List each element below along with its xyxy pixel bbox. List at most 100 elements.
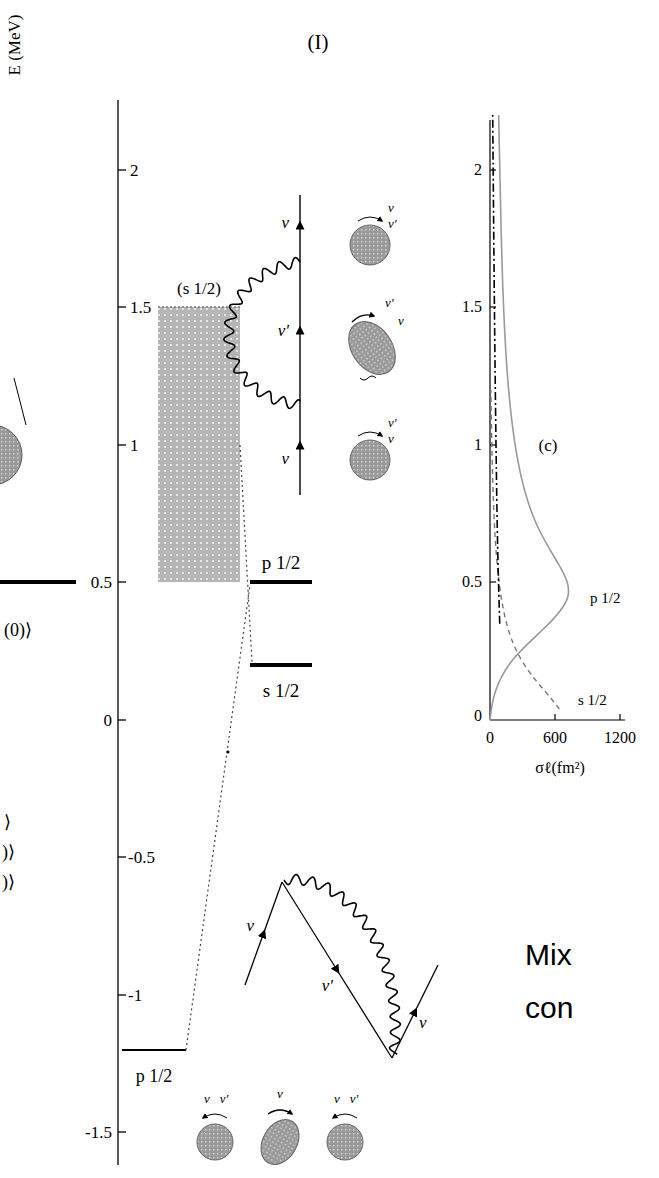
tick-label: 1200 [604, 730, 636, 746]
inset-axes-part [489, 120, 490, 720]
levels-part [122, 1049, 186, 1051]
vibration-circles-top-part [350, 225, 390, 265]
level-label: (s 1/2) [177, 280, 221, 297]
vibration-circles-bottom-part [197, 1124, 233, 1160]
nu-label: ν [281, 450, 289, 467]
tick-label: -0.5 [128, 849, 155, 866]
state-label: )⟩ [2, 843, 15, 861]
cross-section-curves-part [491, 390, 559, 709]
level-label: p 1/2 [136, 1067, 173, 1085]
tick-label: 0 [474, 708, 482, 724]
tick-label: 0 [486, 730, 494, 746]
pauli-diagram-part [282, 882, 392, 1058]
energy-axis [118, 100, 126, 1165]
nu-label: ν [388, 201, 394, 214]
curve-label: p 1/2 [590, 591, 620, 606]
left-fragments [0, 378, 76, 582]
tick-label: 1.5 [130, 299, 151, 316]
levels [122, 582, 312, 1050]
nu-label: ν' [388, 217, 397, 230]
nu-label: ν' [278, 322, 289, 339]
vibration-circles-bottom-part [253, 1113, 306, 1172]
curve-label: s 1/2 [578, 693, 607, 708]
figure-title: (I) [308, 32, 329, 53]
note-text: Mix [525, 940, 572, 970]
self-energy-diagram-part [299, 195, 300, 495]
state-label: (0)⟩ [4, 621, 32, 639]
continuum-band-part [158, 307, 240, 582]
left-fragments-part [0, 425, 22, 485]
nu-label: ν [277, 1087, 283, 1100]
tick-label: 1 [130, 437, 139, 454]
self-energy-diagram-part [224, 258, 300, 409]
vibration-circles-bottom-part [268, 1110, 292, 1114]
levels-part [250, 663, 312, 667]
vibration-circles-top-part [360, 376, 376, 380]
energy-axis-part [118, 719, 126, 720]
nu-label: ν' [388, 416, 397, 429]
pauli-diagram-part [245, 882, 282, 985]
left-fragments-part [14, 378, 26, 425]
dotted-correlation-part [240, 445, 252, 662]
energy-axis-part [118, 856, 126, 857]
tick-label: 0 [104, 712, 113, 729]
axis-title: E (MeV) [6, 15, 23, 76]
energy-axis-part [118, 994, 126, 995]
vibration-circles-top [339, 217, 405, 480]
dotted-correlation-part [227, 751, 230, 754]
nu-label: ν [334, 1092, 340, 1105]
dotted-correlation [186, 445, 252, 1050]
left-fragments-part [0, 580, 76, 584]
self-energy-diagram [224, 195, 300, 495]
pauli-diagram [245, 875, 438, 1058]
nu-label: ν' [322, 977, 333, 994]
inset-axes-part [619, 714, 620, 720]
pauli-diagram-part [284, 875, 400, 1055]
nu-label: ν' [350, 1092, 359, 1105]
cross-section-curves-part [493, 115, 500, 624]
levels-part [250, 580, 312, 584]
inset-axes-part [490, 719, 625, 720]
nu-label: ν' [220, 1092, 229, 1105]
tick-label: 2 [130, 162, 139, 179]
energy-axis-part [118, 444, 126, 445]
inset-axes-part [490, 444, 496, 445]
tick-label: 600 [543, 730, 567, 746]
vibration-circles-top-part [358, 217, 382, 221]
pauli-diagram-part [392, 965, 438, 1058]
level-label: p 1/2 [262, 553, 301, 572]
axis-title: σℓ(fm²) [535, 760, 585, 776]
nu-label: ν [419, 1014, 427, 1031]
vibration-circles-top-part [350, 440, 390, 480]
state-label: )⟩ [2, 873, 15, 891]
inset-axes [490, 120, 625, 720]
energy-axis-part [118, 169, 126, 170]
vibration-circles-top-part [358, 432, 382, 436]
vibration-circles-top-part [339, 313, 405, 383]
vibration-circles-top-part [352, 315, 374, 322]
nu-label: ν [388, 432, 394, 445]
cross-section-curves [490, 115, 569, 720]
energy-axis-part [118, 1131, 126, 1132]
energy-axis-part [117, 100, 118, 1165]
tick-label: 1.5 [462, 299, 482, 315]
tick-label: 1 [474, 437, 482, 453]
vibration-circles-bottom-part [333, 1114, 357, 1118]
note-text: con [525, 993, 573, 1023]
nu-label: ν [246, 917, 254, 934]
continuum-band-part [158, 306, 240, 308]
cross-section-curves-part [490, 115, 569, 720]
energy-axis-part [118, 306, 126, 307]
energy-axis-part [118, 581, 126, 582]
vibration-circles-bottom-part [327, 1124, 363, 1160]
inset-axes-part [490, 581, 496, 582]
tick-label: 2 [474, 162, 482, 178]
level-label: s 1/2 [263, 681, 299, 700]
continuum-band [158, 307, 240, 582]
dotted-correlation-part [186, 585, 250, 1050]
state-label: ⟩ [4, 813, 11, 831]
tick-label: 0.5 [462, 574, 482, 590]
panel-label: (c) [539, 437, 558, 454]
nu-label: ν' [385, 296, 394, 309]
nu-label: ν [204, 1092, 210, 1105]
